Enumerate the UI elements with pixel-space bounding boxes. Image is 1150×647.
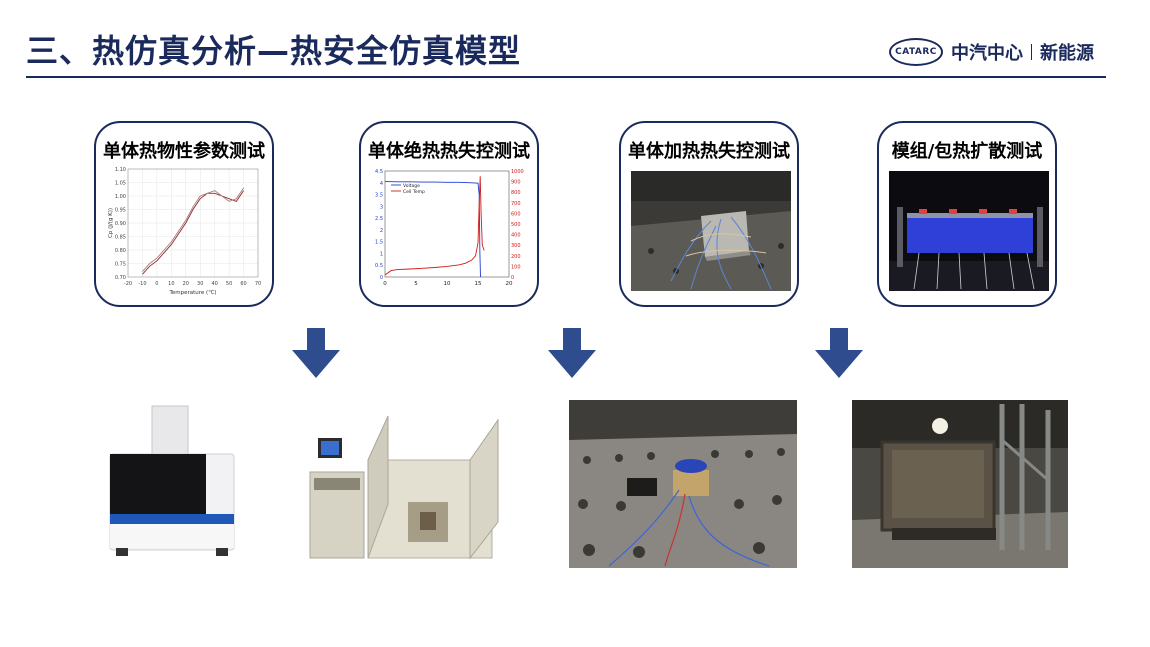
y-right-tick-label: 900 [511, 180, 521, 186]
arrow-down-icon [815, 328, 863, 378]
y-left-tick-label: 4 [380, 181, 383, 187]
y-tick-label: 1.00 [115, 194, 126, 200]
y-left-tick-label: 1 [380, 251, 383, 257]
y-left-tick-label: 0 [380, 275, 383, 281]
y-tick-label: 1.10 [115, 167, 126, 173]
temp-series-line [384, 176, 485, 276]
x-tick-label: 40 [211, 281, 217, 287]
x-tick-label: 15 [475, 281, 482, 287]
y-left-tick-label: 4.5 [375, 169, 383, 175]
arrow-down-icon [548, 328, 596, 378]
y-right-tick-label: 400 [511, 233, 521, 239]
page-title: 三、热仿真分析—热安全仿真模型 [26, 32, 522, 70]
heating-photo [631, 165, 791, 295]
card-title-heating: 单体加热热失控测试 [628, 141, 790, 162]
y-left-tick-label: 1.5 [375, 240, 383, 246]
plot-frame [127, 168, 259, 278]
y-axis-label: Cp (J/(g K)) [108, 208, 114, 238]
y-right-tick-label: 500 [511, 222, 521, 228]
x-tick-label: 70 [255, 281, 261, 287]
x-tick-label: 60 [240, 281, 246, 287]
y-left-tick-label: 2 [380, 228, 383, 234]
y-tick-label: 0.90 [115, 221, 126, 227]
x-tick-label: -10 [138, 281, 146, 287]
brand-division: 新能源 [1040, 43, 1094, 64]
y-right-tick-label: 800 [511, 190, 521, 196]
x-tick-label: 0 [155, 281, 158, 287]
y-right-tick-label: 700 [511, 201, 521, 207]
y-left-tick-label: 3.5 [375, 193, 383, 199]
y-right-tick-label: 300 [511, 243, 521, 249]
brand-name: 中汽中心 [951, 43, 1023, 64]
brand-logo: CATARC [889, 38, 943, 66]
x-tick-label: 20 [506, 281, 513, 287]
x-axis-label: Temperature (℃) [168, 289, 216, 296]
card-title-thermophysical: 单体热物性参数测试 [103, 141, 265, 162]
card-propagation-test: 模组/包热扩散测试 [877, 121, 1057, 307]
x-tick-label: 20 [183, 281, 189, 287]
card-title-propagation: 模组/包热扩散测试 [891, 141, 1043, 162]
brand-separator [1031, 44, 1032, 60]
legend-label: Voltage [403, 183, 420, 189]
y-left-tick-label: 2.5 [375, 216, 383, 222]
y-right-tick-label: 600 [511, 211, 521, 217]
arrow-down-icon [292, 328, 340, 378]
propagation-rig-photo [852, 400, 1068, 568]
brand-block: CATARC 中汽中心 新能源 [889, 38, 1094, 66]
y-tick-label: 0.75 [115, 262, 126, 268]
y-right-tick-label: 0 [511, 275, 514, 281]
cp-chart-container: -20 -10 0 10 20 30 40 50 60 70 0.70 0.75 0.80 0.85 0.9… [106, 165, 262, 296]
calorimeter-photo [106, 402, 238, 560]
title-underline [26, 76, 1106, 78]
propagation-photo [889, 165, 1049, 295]
y-right-tick-label: 100 [511, 264, 521, 270]
x-tick-label: 5 [414, 281, 418, 287]
cp-chart: -20 -10 0 10 20 30 40 50 60 70 0.70 0.75 0.80 0.85 0.9… [108, 167, 261, 296]
x-tick-label: 10 [168, 281, 174, 287]
plot-frame [384, 170, 510, 278]
x-tick-label: 10 [444, 281, 451, 287]
y-tick-label: 0.95 [115, 208, 126, 214]
y-tick-label: 0.70 [115, 275, 126, 281]
y-left-tick-label: 3 [380, 204, 383, 210]
y-tick-label: 0.80 [115, 248, 126, 254]
arc-system-photo [308, 412, 504, 560]
heating-rig-photo [569, 400, 797, 568]
cp-series-line [142, 187, 244, 272]
card-heating-tr-test: 单体加热热失控测试 [619, 121, 799, 307]
card-title-adiabatic: 单体绝热热失控测试 [368, 141, 530, 162]
y-right-tick-label: 1000 [511, 169, 524, 175]
y-left-tick-label: 0.5 [375, 263, 383, 269]
card-thermophysical-test: 单体热物性参数测试 -20 -10 0 10 20 30 40 50 60 70 0.70 0.75 0… [94, 121, 274, 307]
x-tick-label: -20 [124, 281, 132, 287]
y-right-tick-label: 200 [511, 254, 521, 260]
x-tick-label: 50 [226, 281, 232, 287]
cp-series-line [142, 190, 244, 275]
x-tick-label: 0 [383, 281, 387, 287]
legend-label: Cell Temp [403, 189, 425, 195]
y-tick-label: 1.05 [115, 181, 126, 187]
x-tick-label: 30 [197, 281, 203, 287]
y-tick-label: 0.85 [115, 235, 126, 241]
